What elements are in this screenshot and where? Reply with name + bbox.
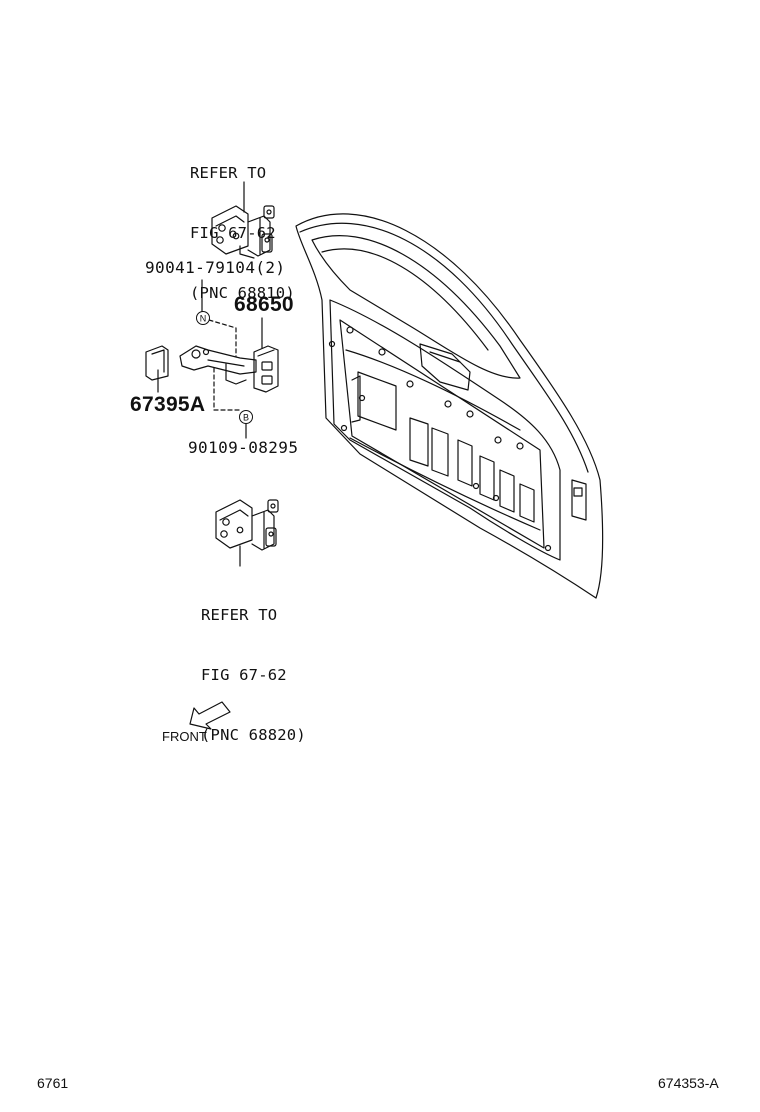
badge-b: B <box>239 410 253 424</box>
door-check-assembly <box>179 345 279 393</box>
leader-bolt-lower-dashed <box>213 367 241 411</box>
front-arrow-icon <box>189 701 231 730</box>
part-number-bolt-upper: 90041-79104(2) <box>145 258 286 277</box>
badge-n: N <box>196 311 210 325</box>
back-door-panel <box>295 213 604 599</box>
lower-hinge <box>215 499 279 551</box>
refer-lower-line1: REFER TO <box>201 606 278 624</box>
refer-upper-line2: FIG 67-62 <box>190 224 276 242</box>
part-number-cover: 67395A <box>130 393 206 416</box>
check-cover <box>145 345 169 393</box>
refer-callout-upper: REFER TO FIG 67-62 (PNC 68810) <box>190 123 295 323</box>
badge-b-label: B <box>243 413 249 423</box>
front-label: FRONT <box>162 729 207 744</box>
badge-n-label: N <box>200 314 207 324</box>
part-number-bolt-lower: 90109-08295 <box>188 438 299 457</box>
leader-bolt-upper-dashed <box>208 319 237 357</box>
footer-illustration-id: 674353-A <box>658 1075 719 1091</box>
refer-callout-lower: REFER TO FIG 67-62 (PNC 68820) <box>201 565 306 765</box>
part-number-checker: 68650 <box>234 293 294 316</box>
refer-lower-line3: (PNC 68820) <box>201 726 306 744</box>
upper-hinge <box>211 205 275 259</box>
refer-upper-line1: REFER TO <box>190 164 267 182</box>
refer-upper-line3: (PNC 68810) <box>190 284 295 302</box>
refer-lower-line2: FIG 67-62 <box>201 666 287 684</box>
footer-figure-number: 6761 <box>37 1075 69 1091</box>
